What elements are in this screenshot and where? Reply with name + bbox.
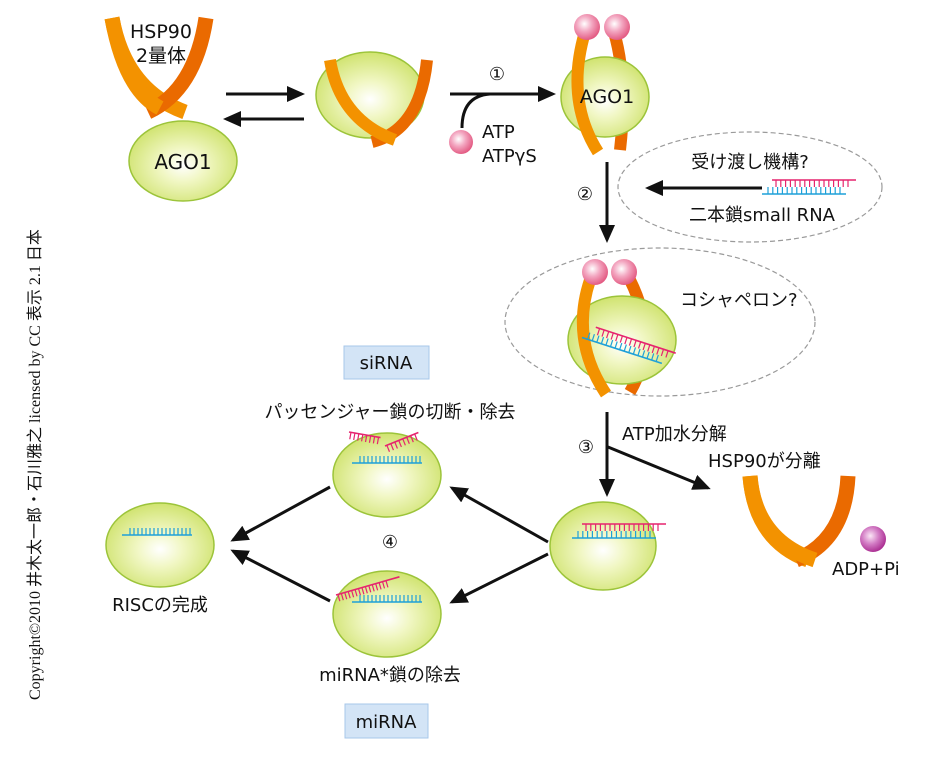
mirna-star-strand-icon [335, 576, 400, 602]
risc-complete-label: RISCの完成 [112, 595, 208, 616]
ago1-loaded-complex [567, 259, 677, 398]
step-3-marker: ③ [578, 437, 594, 458]
handover-mechanism-region [617, 131, 883, 243]
hsp90-dimer-free [104, 16, 214, 120]
cochaperone-label: コシャペロン? [680, 290, 798, 311]
sirna-cleaved-passenger-icon [348, 431, 419, 452]
atp-hydrolysis-label: ATP加水分解 [622, 424, 727, 445]
arrow-sirna-to-risc [230, 485, 331, 542]
duplex-small-rna-label: 二本鎖small RNA [689, 205, 836, 226]
arrow-preRISC-to-sirna [449, 486, 549, 544]
risc-guide-strand-icon [122, 528, 192, 536]
step-4-marker: ④ [382, 532, 398, 553]
cochaperone-region [504, 247, 816, 397]
mirna-star-removal-label: miRNA*鎖の除去 [319, 665, 461, 686]
hsp90-released [742, 475, 856, 568]
step-1-marker: ① [489, 64, 505, 85]
sirna-guide-strand-icon [352, 456, 422, 464]
handover-mechanism-label: 受け渡し機構? [691, 152, 809, 173]
passenger-cleavage-label: パッセンジャー鎖の切断・除去 [264, 402, 515, 423]
ago1-bound-label: AGO1 [580, 86, 634, 108]
hsp90-dimer-label-line2: 2量体 [136, 45, 186, 67]
pi-ball [860, 526, 886, 552]
mirna-guide-strand-icon [352, 595, 422, 603]
pre-risc-duplex-icon [572, 523, 666, 539]
step-2-marker: ② [577, 184, 593, 205]
risc-complete-ago1 [105, 502, 215, 588]
mirna-tag-label: miRNA [356, 712, 418, 733]
sirna-tag-label: siRNA [360, 353, 413, 374]
pre-risc-ago1 [549, 501, 657, 591]
hsp90-dimer-label-line1: HSP90 [130, 21, 192, 43]
atp-binding-curve [460, 92, 491, 129]
mirna-tag [344, 703, 429, 739]
hsp90-release-label: HSP90が分離 [708, 451, 821, 472]
sirna-tag [343, 345, 430, 380]
ago1-free-label: AGO1 [154, 150, 211, 174]
copyright-text: Copyright©2010 井木太一郎・石川雅之 licensed by CC… [26, 229, 44, 700]
arrow-mirna-to-risc [230, 549, 331, 603]
ago1-hsp90-atp-complex [560, 14, 650, 156]
adp-pi-label: ADP+Pi [832, 559, 900, 580]
ago1-free [128, 120, 238, 202]
arrow-preRISC-to-mirna [449, 552, 549, 604]
step-3-arrow-release [607, 445, 711, 490]
atp-gamma-s-label: ATPγS [482, 146, 537, 167]
sirna-ago1 [332, 432, 442, 518]
ago1-hsp90-complex [315, 51, 433, 148]
atp-label: ATP [482, 122, 515, 143]
duplex-small-rna-icon [762, 179, 856, 195]
atp-ball [449, 130, 473, 154]
